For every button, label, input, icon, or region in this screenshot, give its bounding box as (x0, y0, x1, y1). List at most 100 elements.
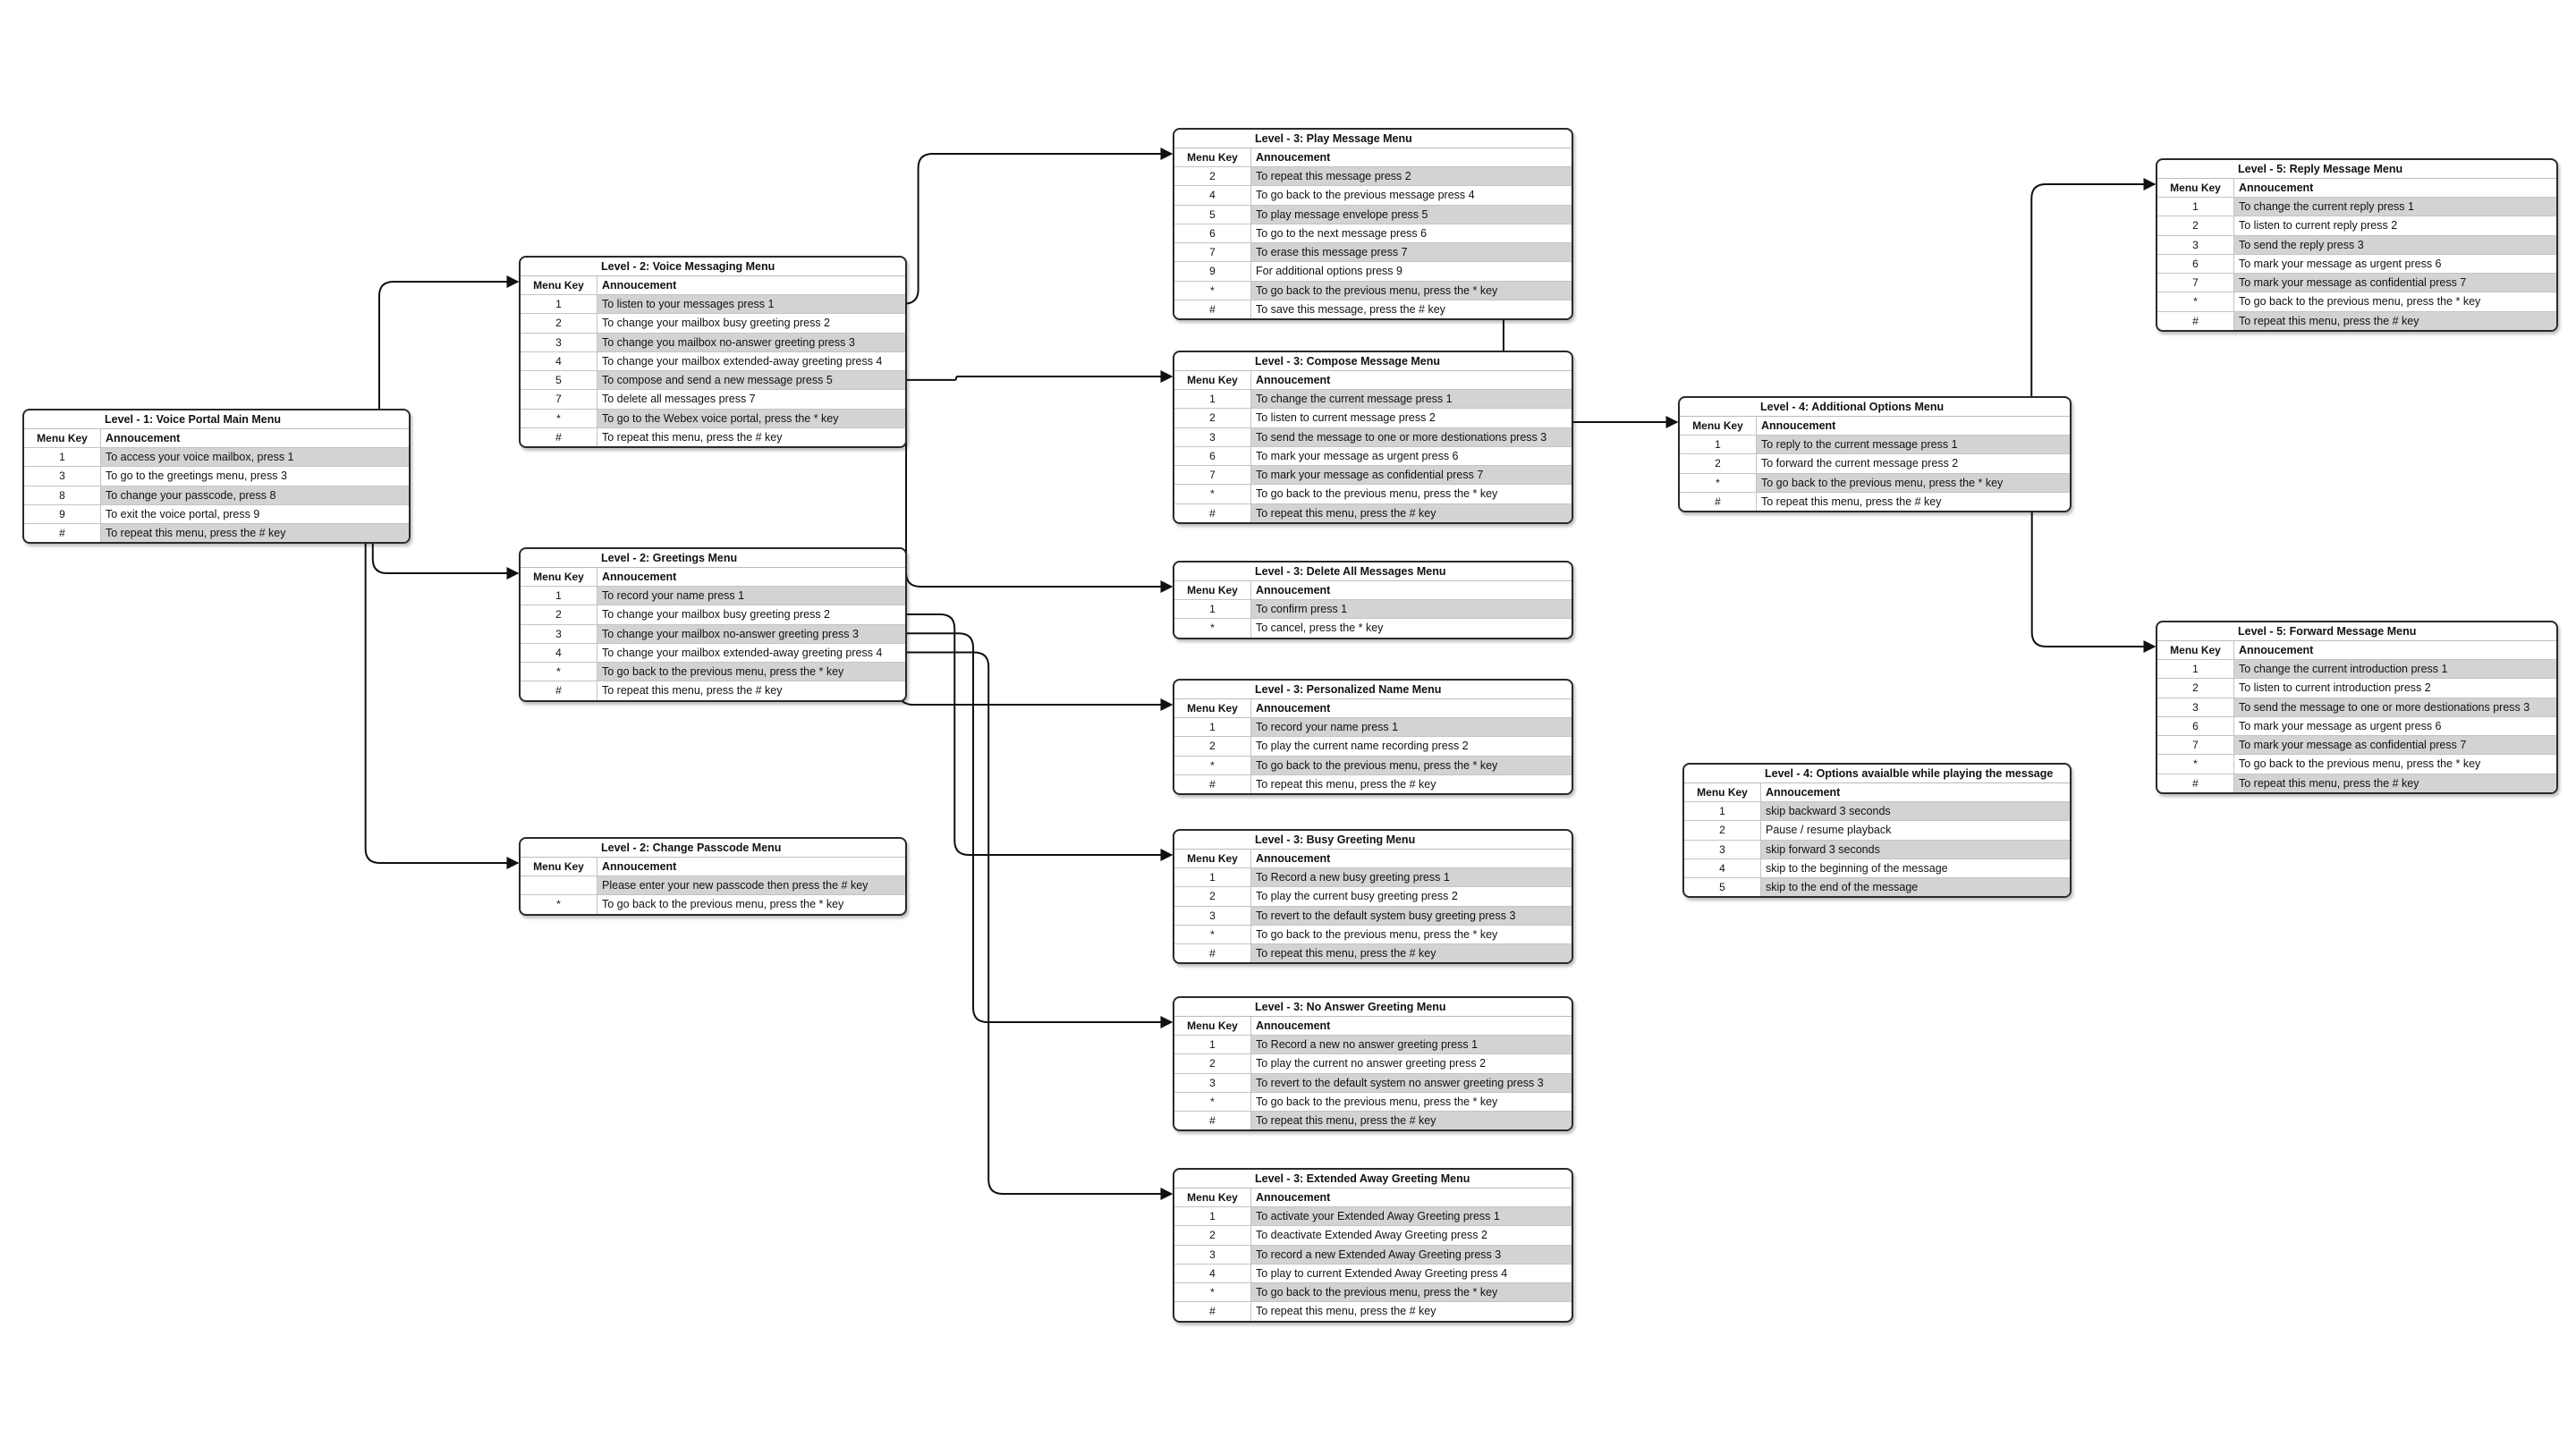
menu-header-row: Menu Key Annoucement (1174, 370, 1572, 389)
announcement-text: To listen to current message press 2 (1256, 411, 1436, 425)
announcement-text: skip to the beginning of the message (1766, 861, 1948, 875)
menu-key: 8 (24, 486, 101, 504)
menu-key: 4 (1174, 1264, 1251, 1283)
announcement-header: Annoucement (602, 279, 677, 292)
announcement-text: To listen to your messages press 1 (597, 295, 905, 314)
announcement-text: To repeat this menu, press the # key (1251, 503, 1572, 523)
announcement-text: To play the current no answer greeting p… (1256, 1057, 1487, 1070)
title-spacer (1174, 831, 1250, 849)
announcement-header: Annoucement (1256, 151, 1331, 164)
menu-key: # (1174, 1112, 1251, 1130)
menu-title-row: Level - 3: Busy Greeting Menu (1174, 831, 1572, 849)
announcement-text: To deactivate Extended Away Greeting pre… (1256, 1229, 1487, 1242)
menu-key: 2 (2157, 679, 2234, 698)
menu-key-header: Menu Key (24, 429, 101, 447)
menu-key: # (1680, 492, 1757, 512)
title-spacer (2157, 622, 2233, 640)
menu-title-row: Level - 3: Compose Message Menu (1174, 352, 1572, 370)
menu-title: Level - 2: Greetings Menu (601, 552, 738, 564)
menu-title-row: Level - 2: Change Passcode Menu (521, 839, 905, 857)
menu-title: Level - 5: Reply Message Menu (2238, 163, 2403, 175)
announcement-text: skip to the end of the message (1761, 878, 2070, 897)
announcement-header: Annoucement (1256, 584, 1331, 596)
announcement-text: To mark your message as confidential pre… (2234, 736, 2556, 755)
menu-option-row: Please enter your new passcode then pres… (521, 875, 905, 895)
announcement-text: To mark your message as confidential pre… (2234, 274, 2556, 292)
menu-key-header: Menu Key (1174, 1188, 1251, 1206)
announcement-text: To access your voice mailbox, press 1 (101, 448, 409, 467)
announcement-header: Annoucement (1766, 786, 1841, 799)
menu-option-row: *To go to the Webex voice portal, press … (521, 408, 905, 428)
menu-key-header: Menu Key (521, 568, 597, 586)
announcement-text: To mark your message as confidential pre… (1251, 466, 1572, 485)
announcement-text: To go back to the previous menu, press t… (1251, 281, 1572, 300)
title-spacer (1174, 998, 1250, 1016)
menu-key: 3 (2157, 235, 2234, 254)
menu-key: 7 (1174, 243, 1251, 262)
title-spacer (1684, 765, 1760, 782)
menu-key: 2 (1174, 1054, 1251, 1073)
menu-key: * (1174, 1283, 1251, 1302)
announcement-text: To go back to the previous menu, press t… (1251, 756, 1572, 774)
menu-key: # (1174, 774, 1251, 794)
menu-key: 3 (24, 467, 101, 486)
announcement-text: To compose and send a new message press … (597, 371, 905, 390)
menu-key: 1 (1174, 390, 1251, 409)
announcement-text: To exit the voice portal, press 9 (106, 507, 260, 520)
menu-option-row: *To go back to the previous menu, press … (1174, 280, 1572, 300)
menu-title-row: Level - 3: Play Message Menu (1174, 130, 1572, 148)
menu-key-header: Menu Key (1174, 371, 1251, 389)
menu-key: * (1174, 1092, 1251, 1112)
menu-key: 5 (1684, 878, 1761, 897)
title-spacer (521, 258, 597, 275)
menu-key-header: Menu Key (1680, 417, 1757, 435)
menu-key: 1 (1680, 436, 1757, 454)
menu-option-row: 2 To listen to current message press 2 (1174, 408, 1572, 427)
menu-key: 2 (521, 605, 597, 624)
menu-key: 2 (1174, 409, 1251, 427)
announcement-text: To play the current busy greeting press … (1256, 890, 1458, 903)
menu-option-row: #To repeat this menu, press the # key (1174, 1111, 1572, 1130)
announcement-text: Pause / resume playback (1766, 824, 1892, 837)
announcement-text: To delete all messages press 7 (602, 393, 756, 406)
menu-key: 2 (1174, 1226, 1251, 1245)
announcement-text: To mark your message as urgent press 6 (2239, 719, 2442, 732)
menu-key: * (2157, 292, 2234, 311)
title-spacer (1174, 130, 1250, 148)
announcement-text: To change your mailbox extended-away gre… (602, 646, 883, 659)
title-spacer (24, 410, 100, 428)
announcement-text: To record your name press 1 (597, 587, 905, 605)
announcement-text: To go back to the previous menu, press t… (602, 898, 844, 911)
announcement-header: Annoucement (1256, 374, 1331, 386)
menu-title-row: Level - 3: No Answer Greeting Menu (1174, 998, 1572, 1016)
announcement-text: To change the current reply press 1 (2234, 198, 2556, 216)
announcement-text: To repeat this menu, press the # key (602, 431, 783, 444)
announcement-text: To Record a new busy greeting press 1 (1251, 868, 1572, 887)
menu-key: 3 (521, 333, 597, 351)
announcement-text: To change your mailbox no-answer greetin… (597, 624, 905, 643)
